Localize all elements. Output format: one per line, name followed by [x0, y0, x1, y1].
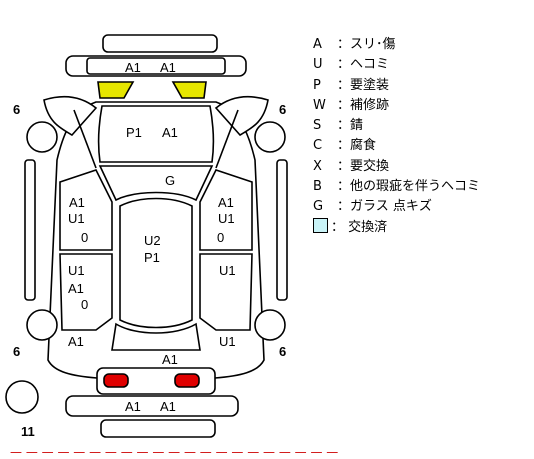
wheel-rear-left: [26, 309, 58, 341]
label-left-front-door-u1: U1: [68, 211, 85, 226]
taillight-right: [174, 373, 200, 388]
label-right-front-door-u1: U1: [218, 211, 235, 226]
label-roof-u2: U2: [144, 233, 161, 248]
replaced-swatch: [313, 217, 328, 233]
label-rear-bumper-a1-right: A1: [160, 399, 176, 414]
front-bumper-inner: [86, 57, 226, 75]
legend-row-p: P ：要塗装: [313, 76, 528, 96]
label-left-front-door-a1: A1: [69, 195, 85, 210]
right-side-skirt: [276, 159, 288, 301]
front-grille-strip: [102, 34, 218, 53]
label-windshield-g: G: [165, 173, 175, 188]
legend-key: S: [313, 118, 322, 134]
windshield: [98, 165, 214, 202]
label-left-rear-quarter-a1: A1: [68, 334, 84, 349]
right-rear-door: [199, 253, 253, 331]
label-front-bumper-a1-right: A1: [160, 60, 176, 75]
label-right-front-door-a1: A1: [218, 195, 234, 210]
spare-tire: [5, 380, 39, 414]
label-right-front-door-0: 0: [217, 230, 224, 245]
legend-key: X: [313, 158, 322, 174]
legend-text: ：スリ･傷: [337, 37, 396, 52]
front-bumper: [65, 55, 247, 77]
legend-row-x: X ：要交換: [313, 157, 528, 177]
legend-row-a: A ：スリ･傷: [313, 35, 528, 55]
legend-key: G: [313, 199, 324, 215]
right-front-fender: [214, 95, 269, 137]
label-roof-p1: P1: [144, 250, 160, 265]
label-wheel-rear-left-count: 6: [13, 344, 20, 359]
damage-code-legend: A：スリ･傷 U：ヘコミ P：要塗装 W：補修跡 S：錆 C：腐食 X：要交換 …: [313, 35, 528, 238]
footnote-dashes: — — — — — — — — — — — — — — — — — — — — …: [10, 445, 339, 459]
legend-text: ：錆: [337, 118, 364, 134]
label-wheel-front-left-count: 6: [13, 102, 20, 117]
legend-row-g: G ：ガラス 点キズ: [313, 197, 528, 217]
label-hood-p1: P1: [126, 125, 142, 140]
rear-plate-strip: [100, 419, 216, 438]
legend-text: ：ガラス 点キズ: [337, 199, 432, 215]
label-right-rear-quarter-u1: U1: [219, 334, 236, 349]
legend-text: ：要塗装: [337, 77, 390, 93]
headlight-right: [171, 81, 207, 99]
legend-text: ：腐食: [337, 138, 377, 154]
right-a-pillar-line: [215, 109, 239, 169]
legend-row-b: B ：他の瑕疵を伴うヘコミ: [313, 177, 528, 197]
label-wheel-rear-right-count: 6: [279, 344, 286, 359]
right-front-door: [199, 169, 253, 251]
left-side-skirt: [24, 159, 36, 301]
legend-text: ：要交換: [337, 158, 390, 174]
left-front-fender: [43, 95, 98, 137]
legend-key: P: [313, 77, 321, 93]
legend-row-replaced: ： 交換済: [313, 217, 528, 238]
wheel-front-right: [254, 121, 286, 153]
left-a-pillar-line: [73, 109, 97, 169]
legend-text: ：補修跡: [337, 97, 390, 113]
legend-key: U: [313, 57, 323, 73]
legend-text: ：他の瑕疵を伴うヘコミ: [337, 179, 481, 195]
taillight-left: [103, 373, 129, 388]
wheel-rear-right: [254, 309, 286, 341]
legend-row-w: W ：補修跡: [313, 96, 528, 116]
label-left-rear-door-u1: U1: [68, 263, 85, 278]
hood-panel: [97, 105, 215, 163]
label-front-bumper-a1-left: A1: [125, 60, 141, 75]
label-right-rear-door-u1: U1: [219, 263, 236, 278]
legend-text: ： 交換済: [331, 219, 388, 235]
legend-key: A: [313, 37, 322, 52]
legend-key: B: [313, 179, 322, 195]
headlight-left: [97, 81, 135, 99]
left-rear-door: [59, 253, 113, 331]
legend-key: W: [313, 97, 326, 113]
label-rear-glass-a1: A1: [162, 352, 178, 367]
label-hood-a1: A1: [162, 125, 178, 140]
label-rear-bumper-a1-left: A1: [125, 399, 141, 414]
roof-panel: [119, 197, 193, 329]
rear-glass: [111, 322, 201, 351]
legend-text: ：ヘコミ: [337, 57, 390, 73]
label-spare-tire-count: 11: [21, 424, 35, 439]
legend-row-s: S ：錆: [313, 116, 528, 136]
legend-row-c: C ：腐食: [313, 136, 528, 156]
label-left-rear-door-0: 0: [81, 297, 88, 312]
legend-key: C: [313, 138, 323, 154]
label-left-rear-door-a1: A1: [68, 281, 84, 296]
legend-row-u: U ：ヘコミ: [313, 55, 528, 75]
rear-bumper: [65, 395, 239, 417]
left-front-door: [59, 169, 113, 251]
label-wheel-front-right-count: 6: [279, 102, 286, 117]
wheel-front-left: [26, 121, 58, 153]
label-left-front-door-0: 0: [81, 230, 88, 245]
